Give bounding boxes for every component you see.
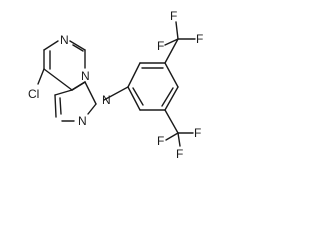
atom-f-top-3: F xyxy=(157,39,164,53)
atom-f-bottom-3: F xyxy=(176,147,183,161)
bond-ph-4 xyxy=(164,86,179,111)
bond-c4-cl xyxy=(37,68,45,85)
bond-n3-c2 xyxy=(69,40,86,51)
molecule-structure: N N N N Cl F F F F F F xyxy=(28,9,203,161)
bond-cf3top-f1 xyxy=(175,21,179,40)
phenyl-ring xyxy=(127,62,179,111)
bond-cf3top-f3 xyxy=(164,38,179,46)
bond-ph-6-double xyxy=(132,87,144,106)
bond-ph-1 xyxy=(127,62,141,88)
atom-n-bottom: N xyxy=(81,69,90,83)
pyrimidine-ring xyxy=(43,40,86,91)
bond-cf3bot-f3 xyxy=(177,132,181,147)
bond-c3a-c3 xyxy=(54,89,73,96)
pyrazole-ring xyxy=(54,81,97,122)
atom-n-pyrazole-2: N xyxy=(78,114,87,128)
bond-n2-n1 xyxy=(87,103,97,115)
atom-f-bottom-2: F xyxy=(157,134,164,148)
atom-f-top-1: F xyxy=(170,9,177,23)
bond-ph-cf3-bottom xyxy=(164,109,179,134)
bond-shared xyxy=(71,81,86,91)
cf3-bottom-group xyxy=(164,109,194,147)
bond-ph-cf3-top xyxy=(164,38,179,64)
bond-c3-ch xyxy=(54,94,57,118)
bond-c7a-c4 xyxy=(43,68,73,91)
bond-n1-c7a xyxy=(84,81,97,105)
atom-f-top-2: F xyxy=(196,32,203,46)
bond-c3-ch-double xyxy=(59,97,62,115)
structure-canvas: N N N N Cl F F F F F F xyxy=(0,0,234,164)
bond-n3-c2-double xyxy=(72,44,84,52)
bond-c4-n3 xyxy=(43,40,59,51)
atom-n-top: N xyxy=(60,33,69,47)
atom-cl: Cl xyxy=(28,87,39,101)
bond-ph-3 xyxy=(164,62,179,88)
bond-ph-6 xyxy=(127,86,141,111)
cf3-top-group xyxy=(164,21,196,64)
bond-ph-4-double xyxy=(161,87,174,107)
bond-cf3bot-f2 xyxy=(165,132,179,141)
atom-f-bottom-1: F xyxy=(194,126,201,140)
atom-n-pyrazole-1: N xyxy=(102,93,111,107)
bond-n-aryl xyxy=(103,86,129,101)
